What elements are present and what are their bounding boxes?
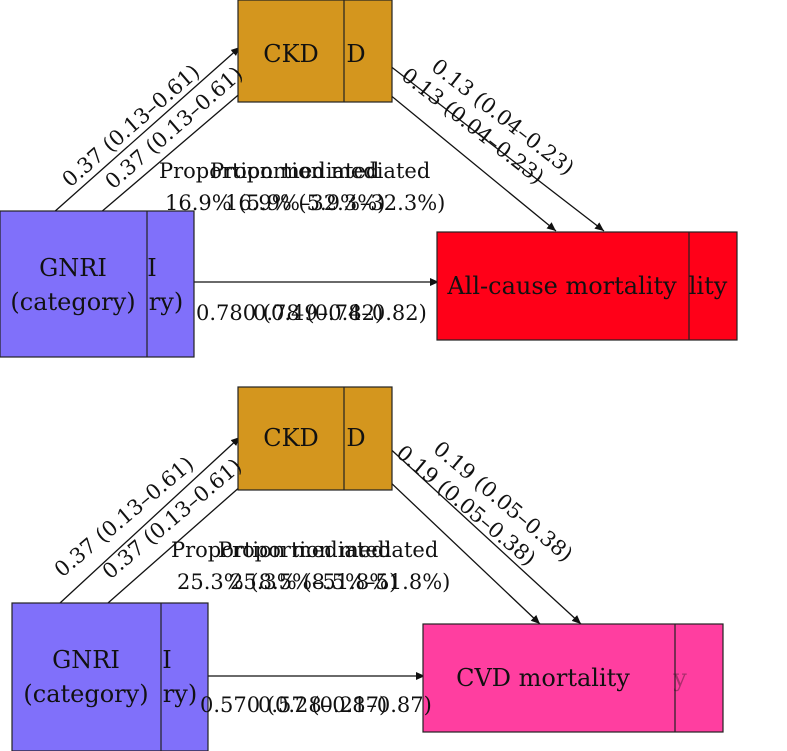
outcome-box-2: CVD mortality y	[422, 623, 724, 733]
proportion-value-1-dup: 16.9% (5.9%–32.3%)	[225, 191, 445, 215]
outcome-label-1: All-cause mortality	[446, 272, 677, 300]
exposure-label-1b: (category)	[10, 288, 135, 316]
outcome-label-2: CVD mortality	[456, 664, 630, 692]
proportion-value-1: 16.9% (5.9%–32.3%)	[165, 191, 385, 215]
exposure-ghost-2a: I	[162, 646, 171, 674]
panel-2: CKD D GNRI (category) I ry) CVD mortalit…	[11, 386, 724, 751]
path-c-ghost-1: 0.780 (0.49–0.82)	[196, 301, 383, 325]
exposure-ghost-1b: ry)	[149, 288, 183, 316]
proportion-title-2: Proportion mediated	[171, 538, 391, 562]
panel-1: CKD D GNRI (category) I ry) All-cause mo…	[0, 0, 738, 358]
exposure-box-2: GNRI (category) I ry)	[11, 602, 209, 751]
mediator-ghost-1: D	[346, 40, 365, 68]
outcome-box-1: All-cause mortality lity	[436, 231, 738, 341]
path-c-ghost-2: 0.570 (0.28–0.87)	[200, 693, 387, 717]
exposure-box-1: GNRI (category) I ry)	[0, 210, 195, 358]
mediator-box-2: CKD D	[237, 386, 393, 491]
path-c-label-2: 0.57 (0.21–0.87)	[258, 693, 432, 717]
arrow-gnri-ckd-2-dup	[107, 477, 251, 604]
arrow-gnri-ckd-1-dup	[99, 84, 251, 214]
arrow-ckd-outcome-2	[384, 443, 582, 625]
exposure-ghost-2b: ry)	[163, 680, 197, 708]
arrow-ckd-outcome-1	[384, 61, 605, 232]
mediator-ghost-2: D	[346, 424, 365, 452]
exposure-label-2a: GNRI	[52, 646, 120, 674]
arrow-gnri-ckd-1	[52, 46, 241, 214]
path-c-label-1: 0.78 (0.74–0.82)	[253, 301, 427, 325]
proportion-value-2: 25.3% (8.5%–51.8%)	[177, 570, 397, 594]
proportion-title-2-dup: Proportion mediated	[218, 538, 438, 562]
proportion-title-1-dup: Proportion mediated	[210, 159, 430, 183]
mediator-box-1: CKD D	[237, 0, 393, 103]
proportion-title-1: Proportion mediated	[159, 159, 379, 183]
exposure-label-1a: GNRI	[39, 254, 107, 282]
exposure-ghost-1a: I	[147, 254, 156, 282]
mediator-label-1: CKD	[263, 40, 319, 68]
exposure-label-2b: (category)	[23, 680, 148, 708]
arrow-gnri-ckd-2	[59, 436, 241, 604]
proportion-value-2-dup: 25.3% (8.5%–51.8%)	[230, 570, 450, 594]
mediator-label-2: CKD	[263, 424, 319, 452]
outcome-ghost-1: lity	[689, 272, 728, 300]
outcome-ghost-2: y	[672, 664, 687, 692]
